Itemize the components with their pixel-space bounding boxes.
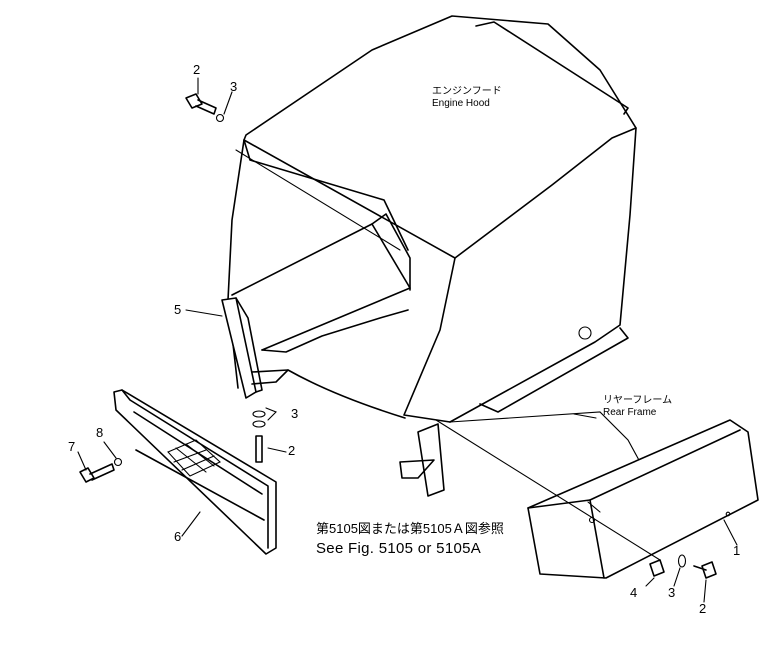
callout-4: 4 — [630, 585, 638, 600]
callout-6: 6 — [174, 529, 182, 544]
callout-5: 5 — [174, 302, 182, 317]
center-bracket-drawing — [399, 423, 445, 497]
rear-frame-label: Rear Frame — [603, 407, 657, 418]
leader-lines — [77, 77, 738, 603]
bracket-5-drawing — [221, 297, 289, 399]
bolt-2-top-drawing — [185, 93, 225, 123]
callout-3-mid: 3 — [291, 406, 299, 421]
engine-hood-drawing — [227, 15, 637, 423]
callout-1: 1 — [733, 543, 741, 558]
rear-frame-label-jp: リヤーフレーム — [603, 395, 673, 406]
engine-hood-label-jp: エンジンフード — [432, 86, 502, 97]
callout-2-top: 2 — [193, 62, 201, 77]
callout-7: 7 — [68, 439, 76, 454]
reference-note-jp: 第5105図または第5105Ａ図参照 — [316, 521, 504, 536]
callout-3-top: 3 — [230, 79, 238, 94]
fasteners-right-drawing — [649, 554, 717, 579]
washers-3-mid-drawing — [252, 410, 266, 463]
side-cover-1-drawing — [527, 419, 759, 579]
grille-6-drawing — [113, 389, 277, 555]
reference-note: See Fig. 5105 or 5105A — [316, 540, 482, 557]
engine-hood-label: Engine Hood — [432, 98, 490, 109]
callout-2-right: 2 — [699, 601, 707, 616]
callout-8: 8 — [96, 425, 104, 440]
callout-2-mid: 2 — [288, 443, 296, 458]
callout-3-right: 3 — [668, 585, 676, 600]
